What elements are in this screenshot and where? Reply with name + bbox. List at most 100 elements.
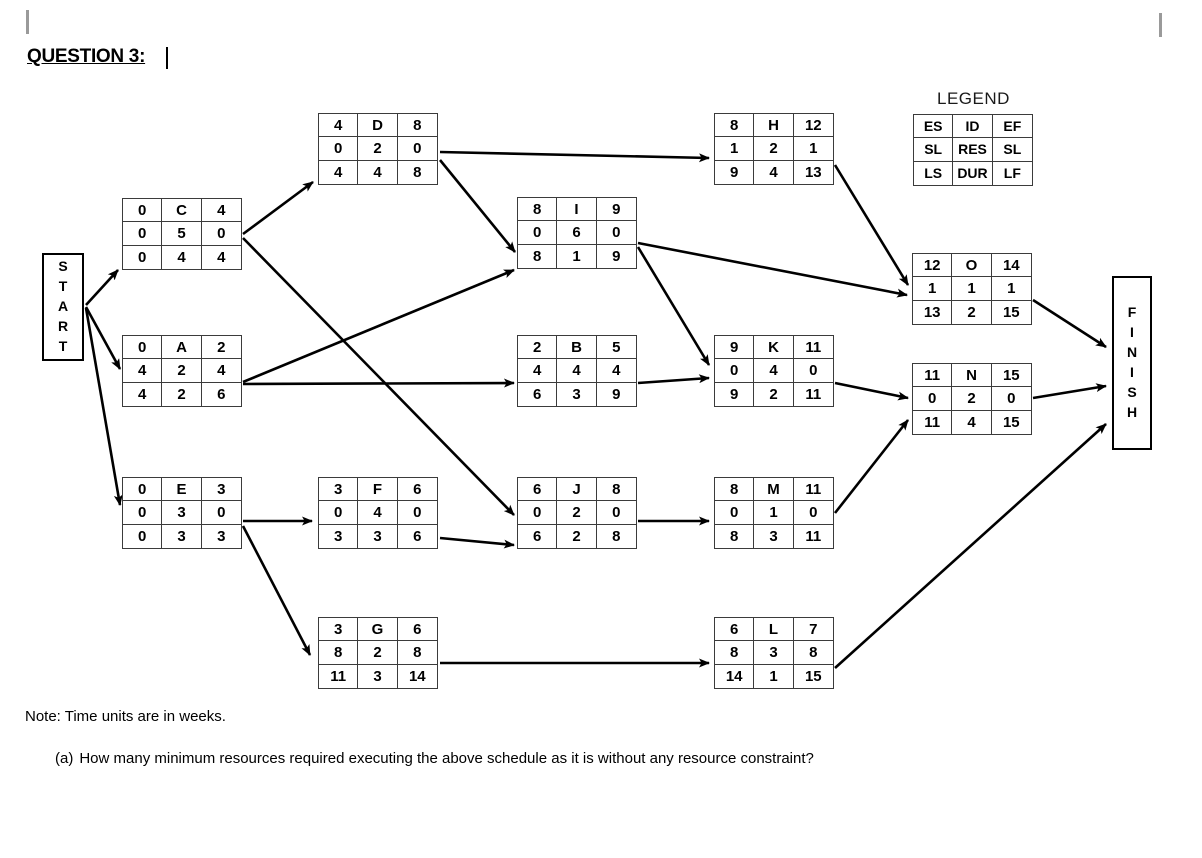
- legend-box: ES ID EF SL RES SL LS DUR LF: [913, 114, 1033, 186]
- node-e-sl-top: 0: [123, 501, 163, 525]
- node-a-res: 2: [162, 359, 202, 383]
- node-f-lf: 6: [413, 527, 422, 545]
- node-e-ef: 3: [201, 478, 241, 502]
- node-e-es: 0: [123, 478, 163, 502]
- node-i-dur: 1: [557, 244, 597, 268]
- node-e-ls: 0: [123, 524, 163, 548]
- node-a-ls: 4: [123, 382, 163, 406]
- node-a-dur: 2: [162, 382, 202, 406]
- node-m-ef: 11: [793, 478, 833, 502]
- question-a: (a)How many minimum resources required e…: [55, 750, 814, 767]
- node-h-res: 2: [754, 137, 794, 161]
- legend-cell-ef: EF: [992, 115, 1032, 139]
- node-b-sl-top-right: 4: [596, 359, 636, 383]
- node-d-lf: 8: [413, 163, 422, 181]
- node-a-es: 0: [123, 336, 163, 360]
- legend-cell-res: RES: [953, 138, 993, 162]
- start-node: S T A R T: [42, 253, 84, 361]
- node-b-ef: 5: [596, 336, 636, 360]
- node-o-id: O: [952, 254, 992, 278]
- node-d-ef: 8: [397, 114, 437, 138]
- node-d-id: D: [358, 114, 398, 138]
- node-a-sl-top: 4: [123, 359, 163, 383]
- node-j-sl-top-right: 0: [596, 501, 636, 525]
- node-k-lf: 11: [805, 385, 822, 403]
- finish-letter: N: [1126, 344, 1138, 361]
- node-l-sl-top-right: 8: [793, 641, 833, 665]
- node-e-lf: 3: [217, 527, 226, 545]
- node-n-ef: 15: [991, 364, 1031, 388]
- legend-cell-id: ID: [953, 115, 993, 139]
- node-i-ls: 8: [518, 244, 558, 268]
- node-m-dur: 3: [754, 524, 794, 548]
- node-c-res: 5: [162, 222, 202, 246]
- node-o-ls: 13: [913, 300, 953, 324]
- node-g-ls: 11: [319, 664, 359, 688]
- node-i-sl-top: 0: [518, 221, 558, 245]
- node-e-id: E: [162, 478, 202, 502]
- finish-letter: F: [1127, 304, 1137, 321]
- node-b-res: 4: [557, 359, 597, 383]
- node-l-res: 3: [754, 641, 794, 665]
- finish-node: F I N I S H: [1112, 276, 1152, 450]
- node-l-ef: 7: [793, 618, 833, 642]
- node-k-res: 4: [754, 359, 794, 383]
- start-letter: S: [58, 258, 68, 275]
- node-k-ls: 9: [715, 382, 755, 406]
- legend-cell-sl-left: SL: [914, 138, 954, 162]
- node-b-dur: 3: [557, 382, 597, 406]
- legend-cell-es: ES: [914, 115, 954, 139]
- node-h-sl-top: 1: [715, 137, 755, 161]
- node-k-ef: 11: [793, 336, 833, 360]
- node-m-id: M: [754, 478, 794, 502]
- node-o-es: 12: [913, 254, 953, 278]
- node-i-id: I: [557, 198, 597, 222]
- node-c-es: 0: [123, 199, 163, 223]
- node-o-ef: 14: [991, 254, 1031, 278]
- node-j-lf: 8: [612, 527, 621, 545]
- node-h-ef: 12: [793, 114, 833, 138]
- node-c-id: C: [162, 199, 202, 223]
- node-j-sl-top: 0: [518, 501, 558, 525]
- node-o-sl-top-right: 1: [991, 277, 1031, 301]
- node-n-es: 11: [913, 364, 953, 388]
- margin-tick-left-icon: [26, 10, 29, 34]
- node-g-ef: 6: [397, 618, 437, 642]
- node-f-res: 4: [358, 501, 398, 525]
- node-l-dur: 1: [754, 664, 794, 688]
- node-m-es: 8: [715, 478, 755, 502]
- start-letter: T: [58, 337, 68, 354]
- node-d-dur: 4: [358, 160, 398, 184]
- node-m-sl-top-right: 0: [793, 501, 833, 525]
- node-e-res: 3: [162, 501, 202, 525]
- note-text: Note: Time units are in weeks.: [25, 708, 226, 725]
- node-b-id: B: [557, 336, 597, 360]
- node-g-sl-top: 8: [319, 641, 359, 665]
- node-d-res: 2: [358, 137, 398, 161]
- node-d-sl-top-right: 0: [397, 137, 437, 161]
- node-k-id: K: [754, 336, 794, 360]
- node-m-lf: 11: [805, 527, 822, 545]
- node-a-ef: 2: [201, 336, 241, 360]
- node-h-dur: 4: [754, 160, 794, 184]
- node-n-lf: 15: [1002, 413, 1020, 431]
- finish-letter: H: [1126, 403, 1138, 420]
- node-l-id: L: [754, 618, 794, 642]
- node-n-res: 2: [952, 387, 992, 411]
- node-l-ls: 14: [715, 664, 755, 688]
- finish-letter: I: [1130, 364, 1134, 380]
- node-a-lf: 6: [217, 385, 226, 403]
- node-k-dur: 2: [754, 382, 794, 406]
- node-a-id: A: [162, 336, 202, 360]
- finish-letter: S: [1127, 383, 1137, 400]
- node-d-es: 4: [319, 114, 359, 138]
